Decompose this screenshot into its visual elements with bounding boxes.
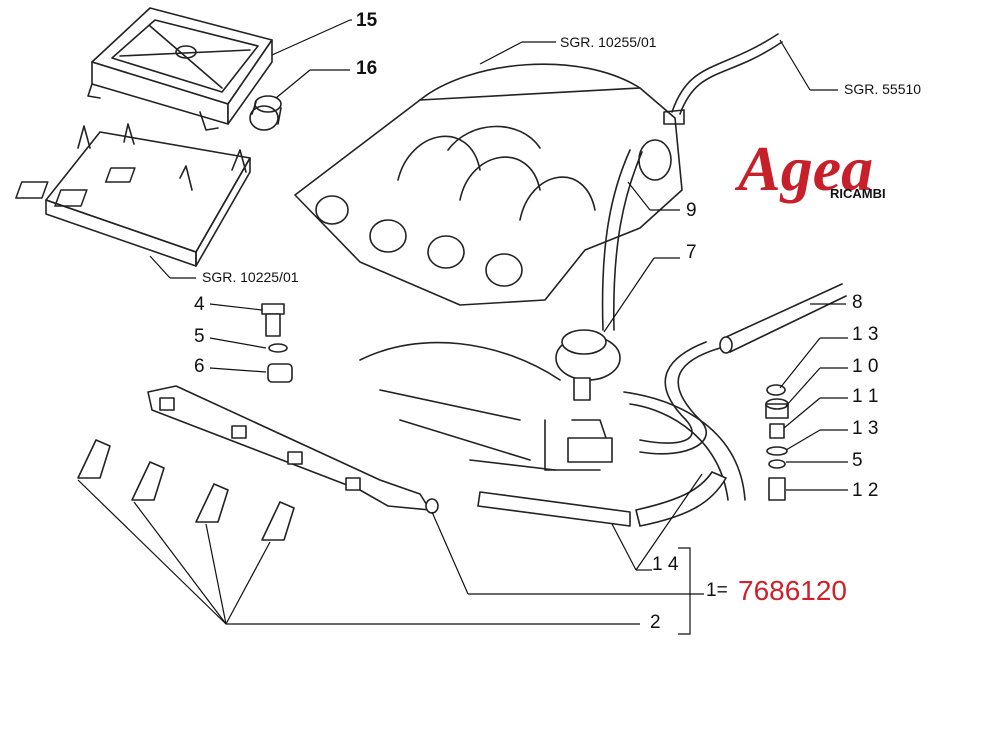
- callout-12: 1 2: [852, 480, 878, 501]
- logo-wordmark: Agea: [734, 133, 873, 204]
- mount-hardware: [765, 384, 789, 501]
- bolt-set: [261, 303, 293, 383]
- callout-5: 5: [194, 326, 205, 347]
- ecu-unit: [87, 7, 273, 131]
- callout-11: 1 1: [852, 386, 878, 407]
- pressure-regulator: [555, 329, 621, 463]
- engine-block: [359, 341, 601, 471]
- callout-2: 2: [650, 612, 661, 633]
- intake-manifold: [294, 63, 683, 306]
- ref-hose: SGR. 55510: [844, 81, 921, 97]
- callout-15: 15: [356, 10, 378, 31]
- callout-13-top: 1 3: [852, 324, 878, 345]
- agea-logo: Agea RICAMBI: [734, 133, 886, 204]
- logo-subtitle: RICAMBI: [830, 186, 886, 201]
- callout-4: 4: [194, 294, 205, 315]
- fuel-hose-8: [719, 283, 847, 354]
- callout-1: 1=: [706, 580, 728, 601]
- callout-16: 16: [356, 58, 377, 79]
- callout-5-right: 5: [852, 450, 863, 471]
- ref-tray: SGR. 10225/01: [202, 269, 299, 285]
- ecu-tray: [15, 123, 251, 267]
- callout-6: 6: [194, 356, 205, 377]
- callout-13-bottom: 1 3: [852, 418, 878, 439]
- callout-7: 7: [686, 242, 697, 263]
- callout-10: 1 0: [852, 356, 878, 377]
- fuel-rail: [147, 385, 439, 514]
- ref-manifold: SGR. 10255/01: [560, 34, 657, 50]
- injectors: [77, 439, 295, 541]
- callout-14: 1 4: [652, 554, 679, 575]
- callout-8: 8: [852, 292, 863, 313]
- callout-9: 9: [686, 200, 697, 221]
- hose-14: [477, 471, 727, 527]
- vacuum-hose: [663, 33, 783, 125]
- part-number: 7686120: [738, 575, 847, 606]
- return-hose: [623, 341, 746, 501]
- ecu-ring: [249, 95, 282, 131]
- hose-9: [601, 149, 631, 331]
- leader-lines: [77, 19, 848, 635]
